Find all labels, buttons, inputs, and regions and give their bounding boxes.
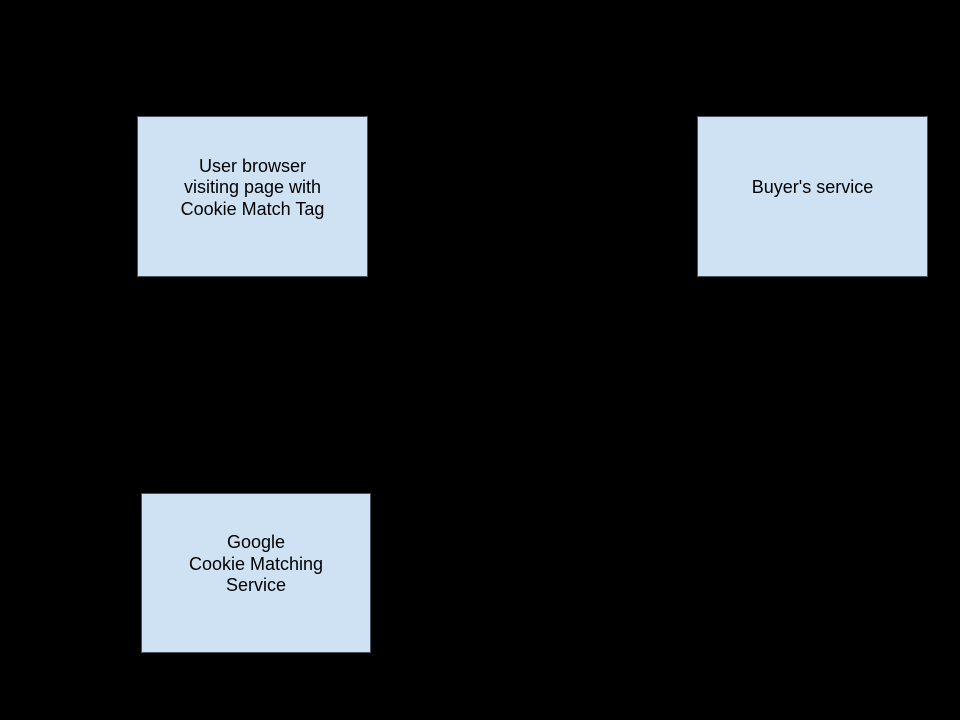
node-user-browser-label: User browser visiting page with Cookie M…: [180, 155, 325, 219]
node-buyers-service-label: Buyer's service: [751, 177, 874, 198]
node-google-cookie-matching-service-label: Google Cookie Matching Service: [188, 532, 324, 596]
node-user-browser: User browser visiting page with Cookie M…: [137, 116, 368, 277]
node-buyers-service: Buyer's service: [697, 116, 928, 277]
node-google-cookie-matching-service: Google Cookie Matching Service: [141, 493, 371, 653]
